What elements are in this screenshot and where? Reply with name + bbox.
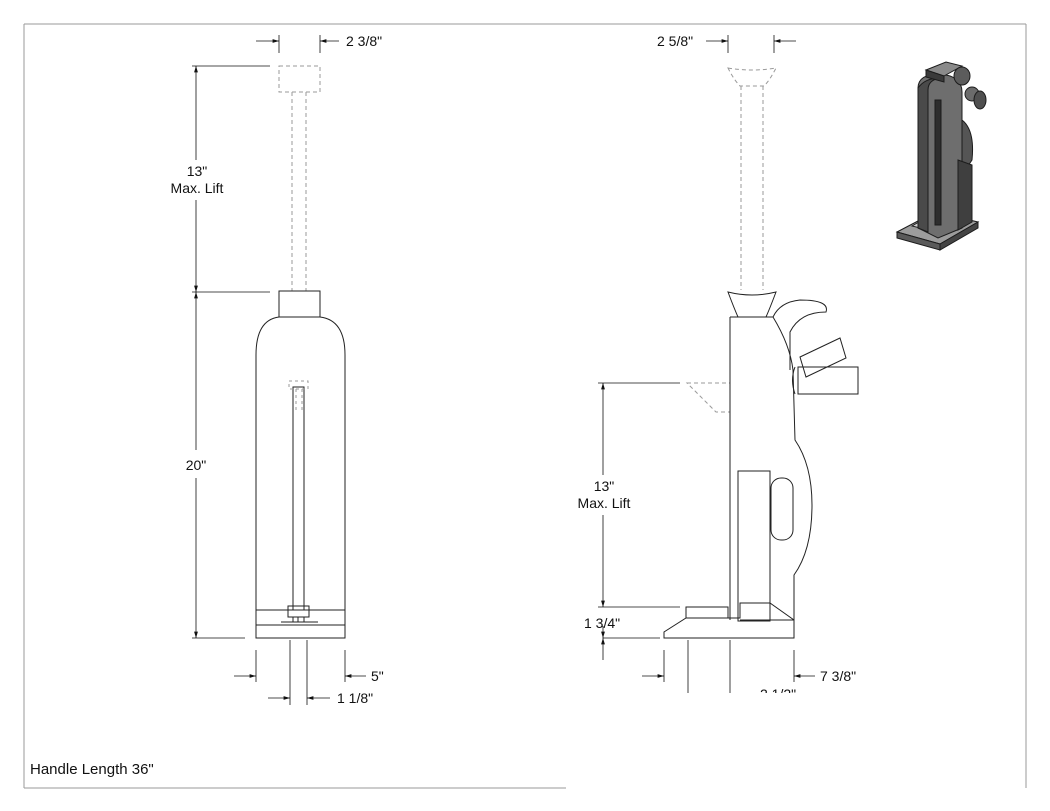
side-top-width-label: 2 5/8": [657, 33, 693, 49]
front-dimensions: [192, 35, 366, 705]
front-body-height-label: 20": [186, 457, 207, 473]
handle-length-caption: Handle Length 36": [30, 761, 154, 778]
front-lift-value: 13": [187, 163, 208, 179]
side-handle-socket: [772, 299, 827, 370]
front-view: [255, 65, 346, 639]
side-inner-slot: [737, 470, 771, 622]
front-base-width-label: 5": [371, 668, 384, 684]
side-base-depth-label: 7 3/8": [820, 668, 856, 684]
front-top-width-label: 2 3/8": [346, 33, 382, 49]
front-slot: [292, 386, 305, 611]
side-lift-label: Max. Lift: [578, 495, 631, 511]
side-jack-body: [730, 316, 813, 621]
front-extended-ram: [278, 65, 321, 291]
isometric-jack-image: [895, 61, 987, 251]
front-lift-label: Max. Lift: [171, 180, 224, 196]
side-lever: [797, 366, 859, 395]
front-slot-width-label: 1 1/8": [337, 690, 373, 706]
side-ram-saddle: [727, 291, 777, 318]
side-clipped-dimension: 2 1/2": [760, 686, 796, 702]
side-toe: [685, 606, 729, 619]
front-jack-body: [255, 316, 346, 610]
side-dimensions: [598, 35, 815, 693]
front-ram-cap: [278, 290, 321, 318]
side-jack-base: [663, 602, 795, 639]
sheet-border: [23, 23, 1027, 789]
front-jack-base: [255, 609, 346, 639]
side-lift-value: 13": [594, 478, 615, 494]
side-toe-height-label: 1 3/4": [584, 615, 620, 631]
side-view: [663, 67, 859, 639]
side-extended-ram: [685, 67, 777, 413]
